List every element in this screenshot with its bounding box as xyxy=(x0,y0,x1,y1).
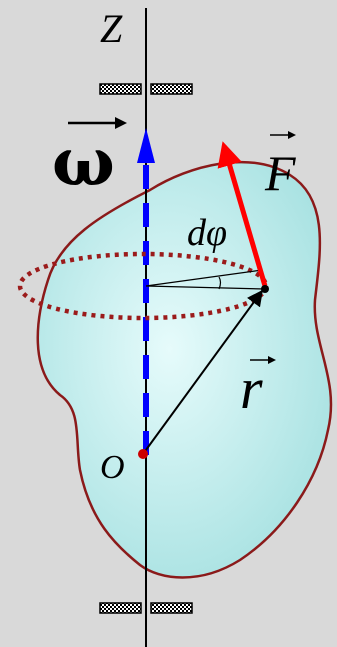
application-point xyxy=(261,285,269,293)
origin-point xyxy=(138,449,148,459)
displacement-line xyxy=(145,269,263,287)
position-vector xyxy=(142,289,263,455)
omega-arrowhead xyxy=(137,128,155,163)
bearing-top xyxy=(99,83,193,95)
rigid-body xyxy=(36,160,333,579)
origin-label: O xyxy=(100,449,125,486)
position-vector-bar-head xyxy=(268,356,276,364)
force-vector xyxy=(217,141,268,287)
radius-line xyxy=(145,285,266,290)
force-vector-bar-head xyxy=(288,131,296,139)
position-label: r xyxy=(240,356,263,421)
angle-label: dφ xyxy=(187,212,227,254)
angle-arc xyxy=(218,276,222,290)
omega-vector-bar-head xyxy=(115,117,127,129)
axis-label: Z xyxy=(100,6,123,51)
omega-label: ω xyxy=(52,123,115,201)
force-label: F xyxy=(264,145,296,201)
bearing-bottom xyxy=(99,602,193,614)
